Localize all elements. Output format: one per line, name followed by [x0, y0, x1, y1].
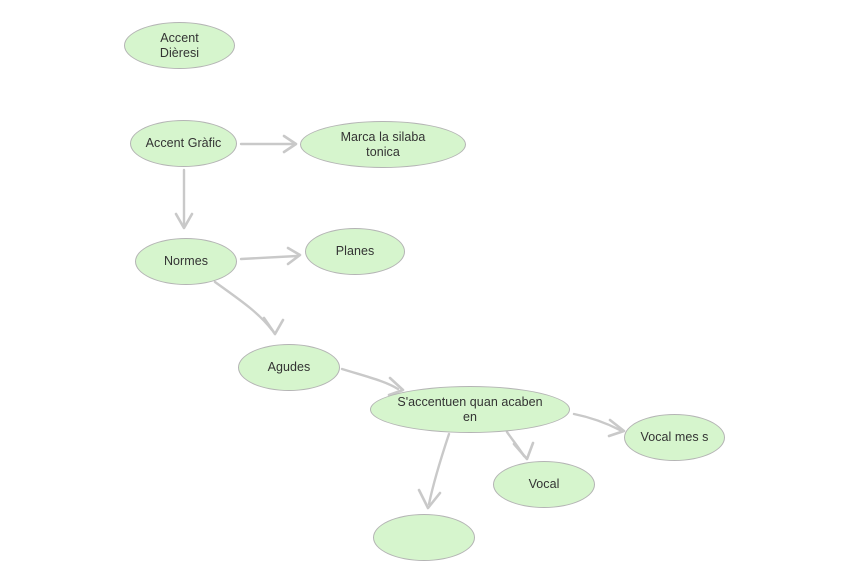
arrowhead-icon	[174, 212, 194, 230]
node-label: Vocal mes s	[640, 430, 709, 444]
edge-accent-grafic-to-normes	[174, 168, 194, 230]
edge-line	[340, 367, 400, 391]
node-label: Normes	[163, 254, 209, 268]
node-label: Marca la silaba tonica	[340, 129, 426, 159]
arrowhead-icon	[607, 418, 626, 438]
edge-agudes-to-saccentuen-quan-acaben-en	[340, 367, 405, 397]
node-marca-silaba-tonica[interactable]: Marca la silaba tonica	[300, 121, 466, 168]
edge-line	[505, 430, 526, 458]
edge-line	[572, 412, 622, 432]
node-label: Vocal	[528, 477, 560, 491]
edge-accent-grafic-to-marca-silaba-tonica	[239, 134, 298, 154]
node-label: S'accentuen quan acaben en	[397, 394, 543, 424]
node-label: Agudes	[267, 360, 311, 374]
edge-line	[213, 280, 274, 332]
edge-line	[239, 254, 299, 261]
node-label: Accent Gràfic	[145, 136, 222, 150]
node-label: Accent Dièresi	[159, 30, 200, 60]
arrowhead-icon	[282, 134, 298, 154]
node-empty-node[interactable]	[373, 514, 475, 561]
node-vocal[interactable]: Vocal	[493, 461, 595, 508]
node-saccentuen-quan-acaben-en[interactable]: S'accentuen quan acaben en	[370, 386, 570, 433]
arrowhead-icon	[512, 441, 535, 461]
arrowhead-icon	[286, 246, 302, 266]
edge-normes-to-planes	[239, 246, 302, 266]
edge-saccentuen-quan-acaben-en-to-vocal-mes-s	[572, 412, 626, 438]
node-accent-grafic[interactable]: Accent Gràfic	[130, 120, 237, 167]
edge-saccentuen-quan-acaben-en-to-vocal	[505, 430, 535, 461]
edge-saccentuen-quan-acaben-en-to-empty-node	[417, 432, 451, 510]
node-vocal-mes-s[interactable]: Vocal mes s	[624, 414, 725, 461]
node-label: Planes	[335, 244, 375, 258]
node-accent-dieresi[interactable]: Accent Dièresi	[124, 22, 235, 69]
arrowhead-icon	[417, 488, 442, 510]
node-planes[interactable]: Planes	[305, 228, 405, 275]
edge-normes-to-agudes	[213, 280, 285, 336]
edge-line	[427, 432, 451, 506]
arrowhead-icon	[262, 316, 285, 336]
node-agudes[interactable]: Agudes	[238, 344, 340, 391]
node-normes[interactable]: Normes	[135, 238, 237, 285]
